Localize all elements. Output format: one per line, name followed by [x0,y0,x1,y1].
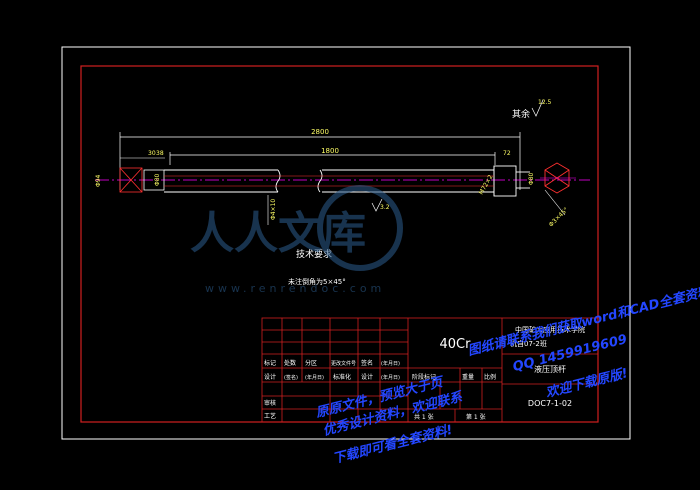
row-design-3: 标准化 [333,373,351,381]
tech-title: 技术要求 [296,248,332,260]
dim-72: 72 [503,150,511,157]
row-header-3: 更改文件号 [331,360,356,367]
dim-middle-label: 1800 [321,147,339,155]
roughness-symbol [371,198,383,212]
chamfer-label: Φ3×45° [548,206,570,228]
rod-body [164,165,530,197]
thread-label: M72×2 [478,174,495,196]
end-view [540,162,576,194]
company: 中国矿大应用技术学院 [515,325,585,334]
dim-middle [169,152,496,165]
row-design-0: 设计 [264,373,276,381]
row-design-5: (年月日) [381,374,400,381]
dia-right: Φ80 [528,172,535,185]
dim-38: 38 [156,150,164,157]
rest-roughness: 12.5 [538,99,552,106]
section-label: Φ4×10 [270,199,277,220]
label-sheet: 第 1 张 [466,413,486,421]
logo-url: www.renrendoc.com [205,282,385,295]
label-scale: 比例 [484,373,496,381]
row-design-4: 设计 [361,373,373,381]
drawing-no: DOC7-1-02 [528,399,572,408]
watermark-logo: 人人文库 www.renrendoc.com [190,185,403,295]
dim-overall-label: 2800 [311,128,329,136]
tech-text: 未注倒角为5×45° [288,277,346,286]
left-end [119,167,165,193]
class: 机自07-2班 [510,339,547,348]
dia-left2: Φ80 [154,173,161,186]
chamfer-leader [544,189,566,216]
label-process: 工艺 [264,412,276,420]
dim-30: 30 [148,150,156,157]
row-header-5: (年月日) [381,360,400,367]
label-stage: 阶段标记 [412,373,436,381]
part-name: 液压顶杆 [534,364,566,374]
row-header-2: 分区 [305,359,317,367]
rest-label: 其余 [512,108,530,120]
row-design-2: (年月日) [305,374,324,381]
row-header-1: 处数 [284,359,296,367]
row-header-4: 签名 [361,359,373,367]
row-design-1: (签名) [284,374,298,381]
title-block [261,317,599,423]
label-review: 审核 [264,399,276,407]
label-weight: 重量 [462,373,474,381]
material: 40Cr [440,337,472,352]
outer-frame [61,46,631,440]
dia-left: Φ94 [95,174,102,187]
rest-roughness-symbol [531,99,544,117]
logo-text: 人人文库 [190,208,366,259]
roughness-label: 3.2 [380,204,390,211]
label-total: 共 1 张 [414,413,434,421]
row-header-0: 标记 [264,359,276,367]
